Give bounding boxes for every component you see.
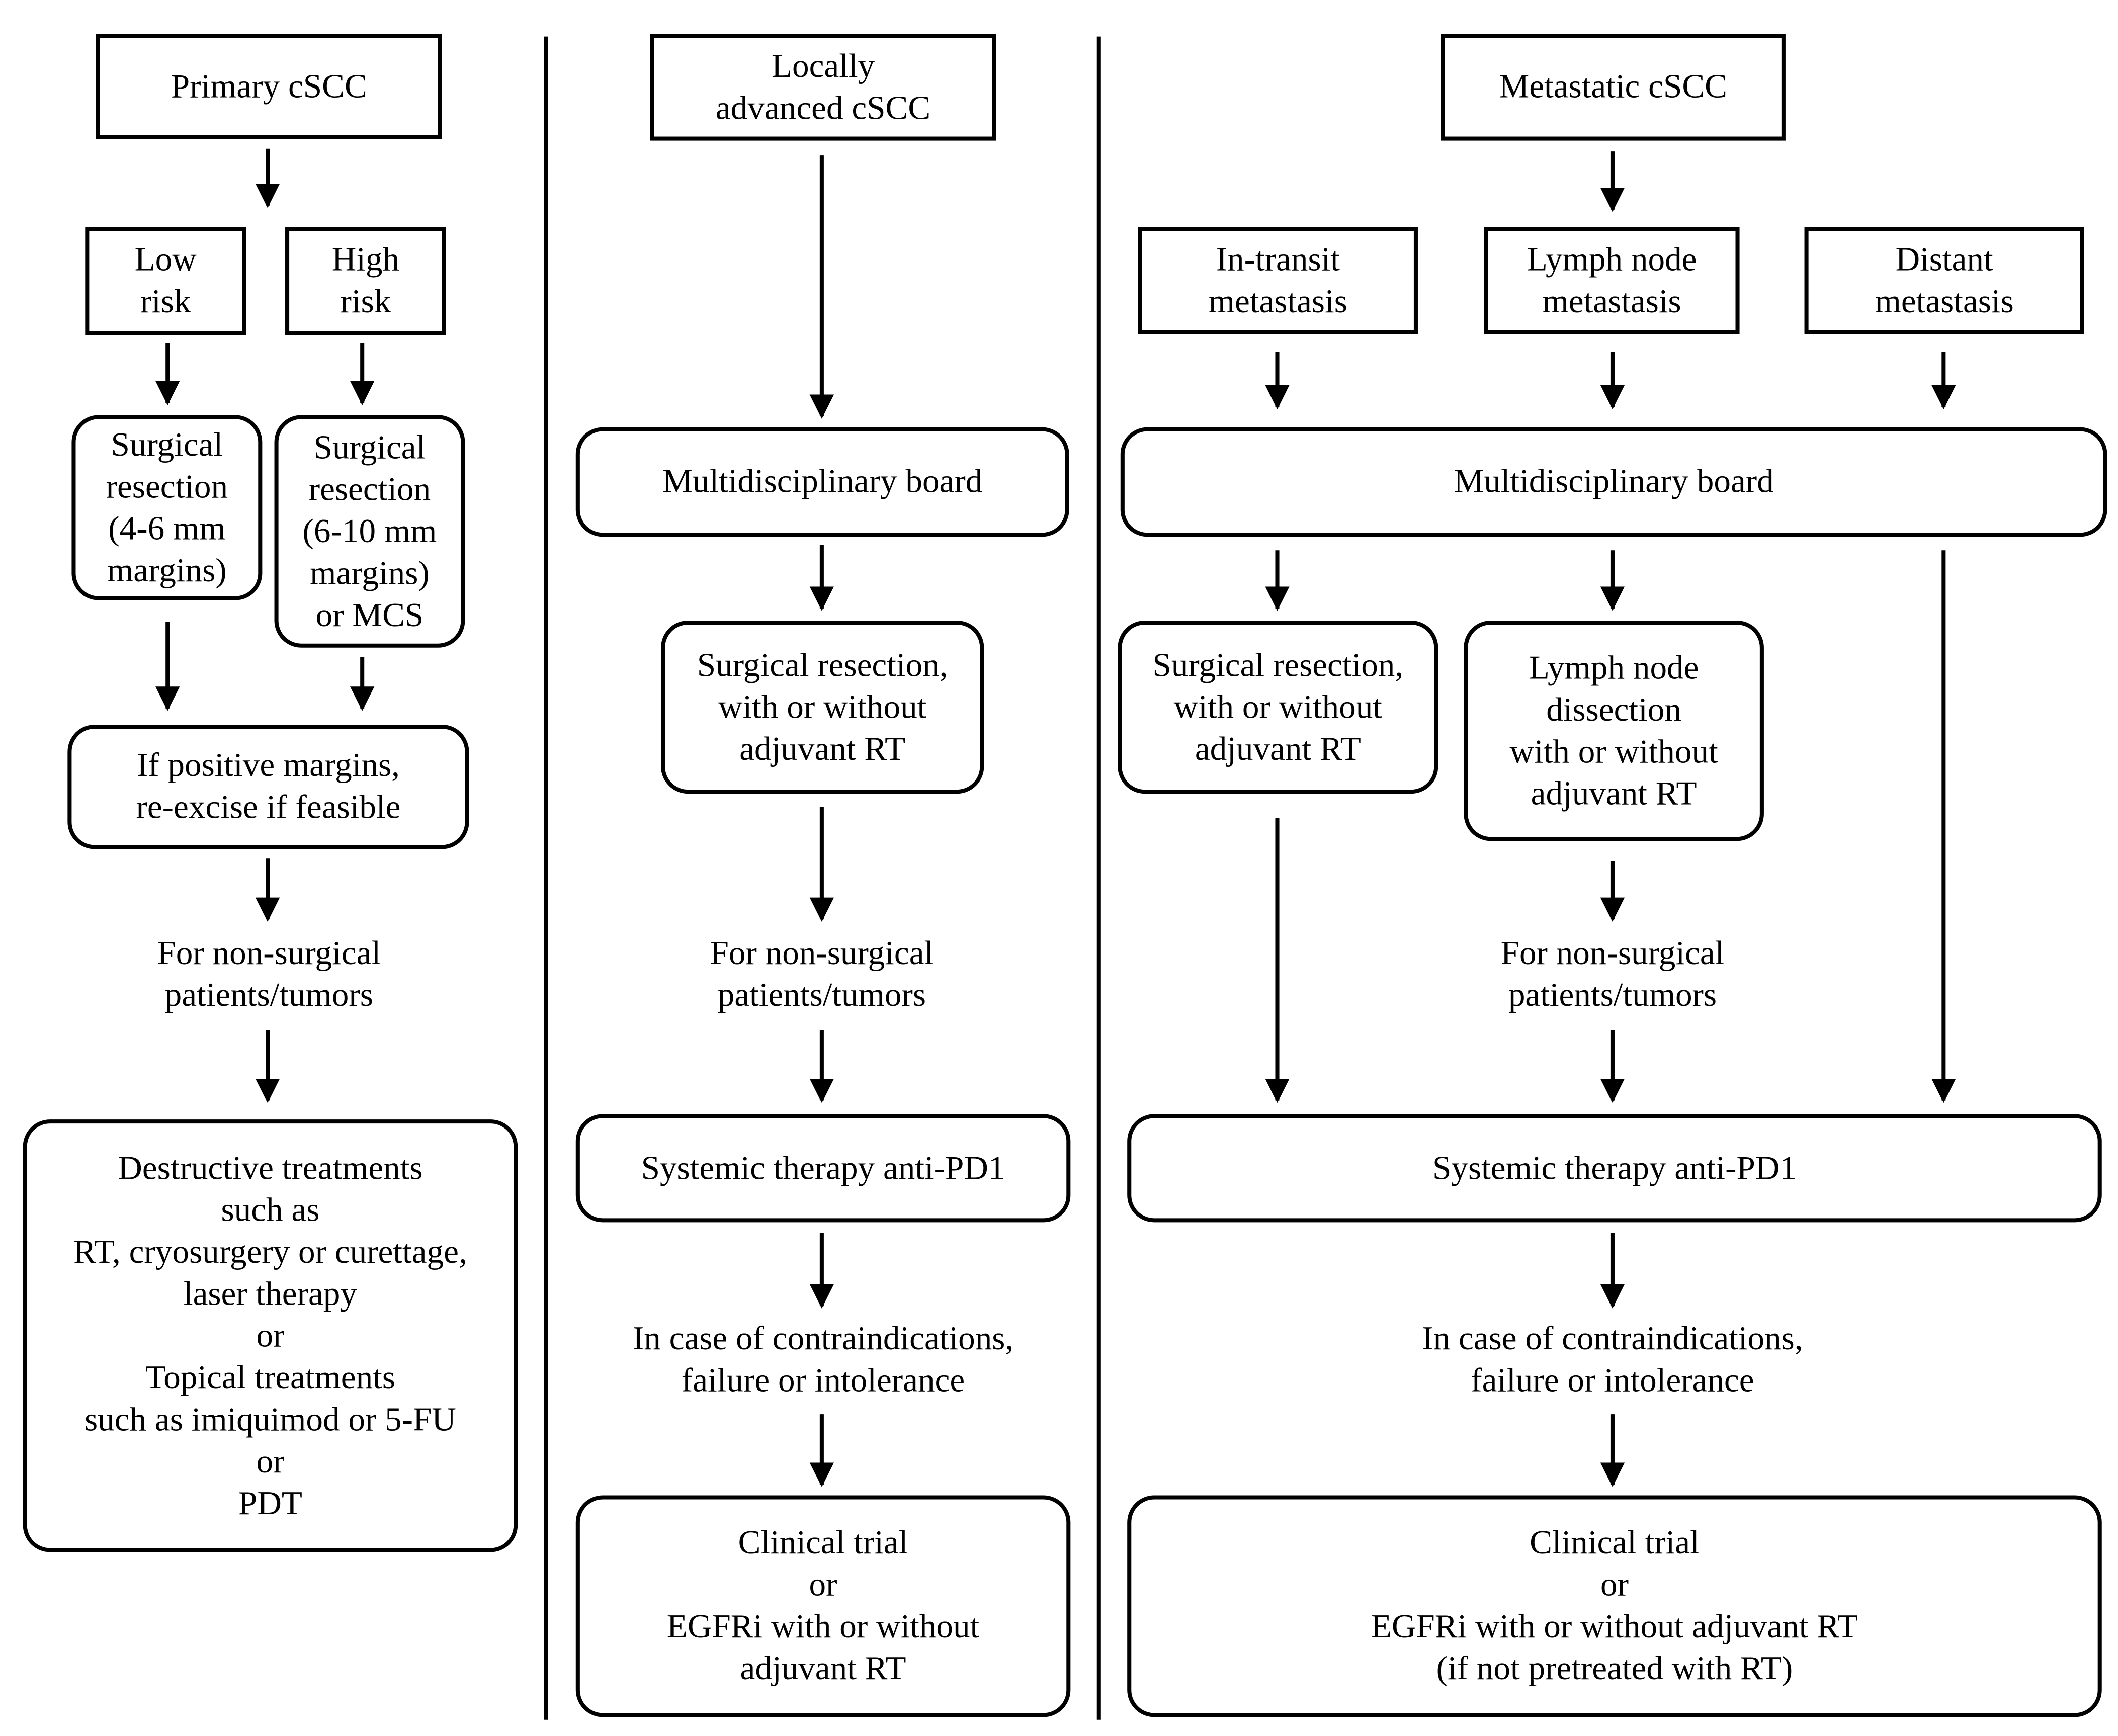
destructive-treatments-box: Destructive treatments such as RT, cryos… (23, 1119, 518, 1552)
multidisciplinary-board-locally-advanced: Multidisciplinary board (575, 427, 1069, 537)
contraindications-label-metastatic: In case of contraindications, failure or… (1422, 1321, 1803, 1400)
surgical-resection-locally-advanced: Surgical resection, with or without adju… (661, 621, 984, 794)
systemic-therapy-metastatic: Systemic therapy anti-PD1 (1127, 1114, 2102, 1223)
clinical-trial-locally-advanced: Clinical trial or EGFRi with or without … (575, 1495, 1071, 1717)
locally-advanced-header: Locally advanced cSCC (650, 34, 996, 141)
surgical-resection-high-risk: Surgical resection (6-10 mm margins) or … (274, 415, 465, 648)
arrow-group (155, 148, 1956, 1487)
contraindications-label-locally-advanced: In case of contraindications, failure or… (632, 1321, 1014, 1400)
non-surgical-label-primary: For non-surgical patients/tumors (157, 935, 381, 1014)
lymph-node-dissection-box: Lymph node dissection with or without ad… (1464, 621, 1764, 841)
lymph-node-metastasis-box: Lymph node metastasis (1484, 227, 1740, 334)
metastatic-header: Metastatic cSCC (1441, 34, 1786, 141)
non-surgical-label-metastatic: For non-surgical patients/tumors (1500, 935, 1725, 1014)
surgical-resection-metastatic: Surgical resection, with or without adju… (1118, 621, 1438, 794)
high-risk-box: High risk (285, 227, 446, 335)
surgical-resection-low-risk: Surgical resection (4-6 mm margins) (71, 415, 263, 600)
primary-cscc-header: Primary cSCC (96, 34, 442, 139)
low-risk-box: Low risk (85, 227, 246, 335)
clinical-trial-metastatic: Clinical trial or EGFRi with or without … (1127, 1495, 2102, 1717)
distant-metastasis-box: Distant metastasis (1804, 227, 2084, 334)
systemic-therapy-locally-advanced: Systemic therapy anti-PD1 (575, 1114, 1071, 1223)
in-transit-metastasis-box: In-transit metastasis (1138, 227, 1418, 334)
multidisciplinary-board-metastatic: Multidisciplinary board (1120, 427, 2107, 537)
positive-margins-box: If positive margins, re-excise if feasib… (67, 725, 469, 849)
non-surgical-label-locally-advanced: For non-surgical patients/tumors (710, 935, 934, 1014)
